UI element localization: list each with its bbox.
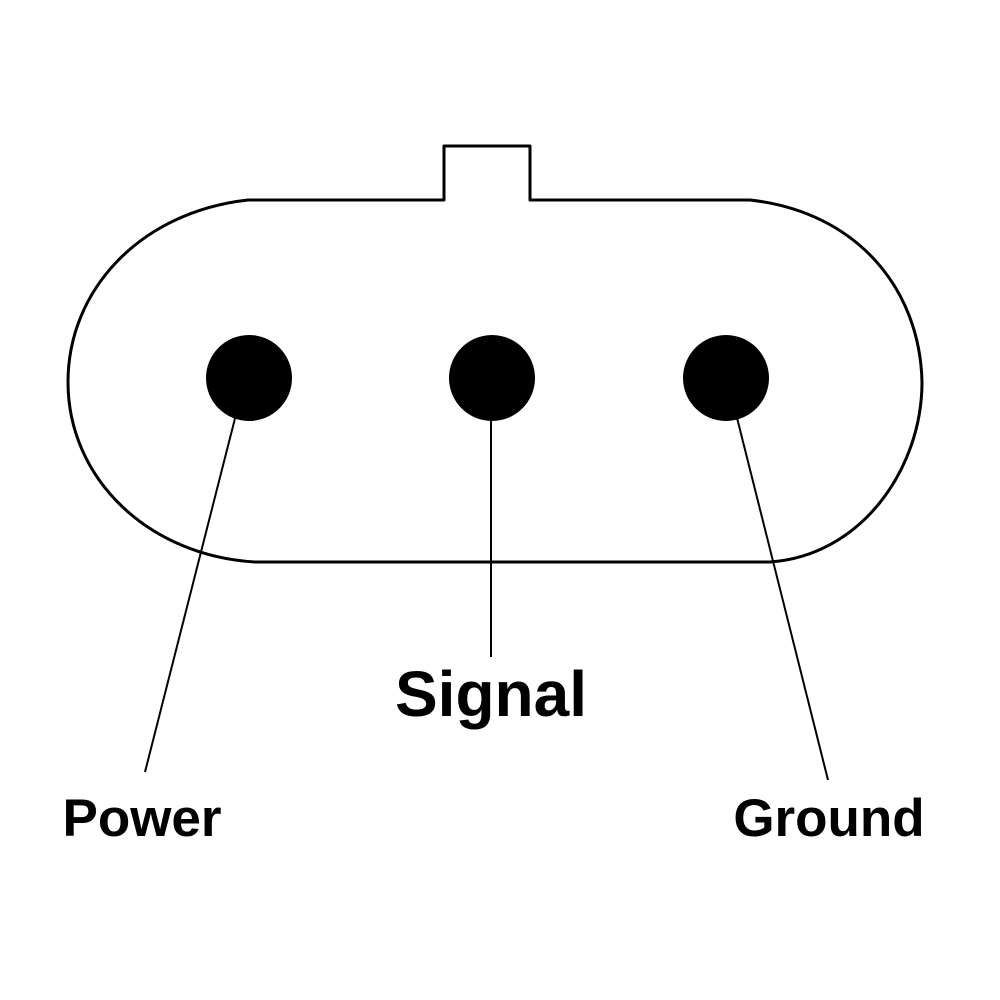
signal-label: Signal bbox=[395, 658, 587, 730]
leader-line-ground bbox=[727, 381, 829, 781]
pin-signal bbox=[449, 335, 535, 421]
power-label: Power bbox=[62, 789, 221, 848]
ground-label: Ground bbox=[733, 789, 924, 848]
leader-line-power bbox=[144, 382, 245, 773]
pin-ground bbox=[683, 335, 769, 421]
pin-power bbox=[206, 335, 292, 421]
